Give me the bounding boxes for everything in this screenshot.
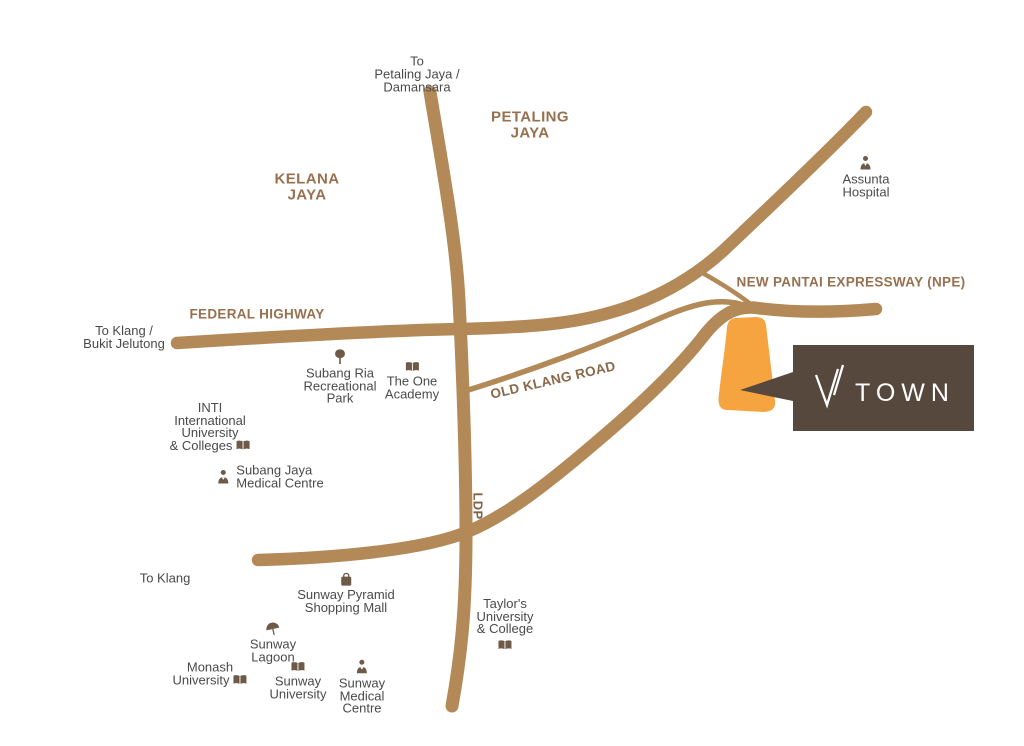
npe-east-to-klang-road xyxy=(251,301,883,567)
beach-umbrella-icon xyxy=(265,622,281,636)
ldp-road xyxy=(423,85,473,713)
book-icon xyxy=(497,639,512,650)
landmark-sunway-lagoon: Sunway Lagoon xyxy=(250,622,296,664)
tree-icon xyxy=(334,349,347,365)
npe-ramp-road xyxy=(696,268,756,309)
federal-highway-label: FEDERAL HIGHWAY xyxy=(189,306,325,322)
landmark-sunway-pyramid: Sunway Pyramid Shopping Mall xyxy=(297,572,395,614)
federal-highway-npe-road xyxy=(170,105,873,350)
vtown-logo-box: TOWN xyxy=(793,345,974,431)
landmark-assunta-hospital: Assunta Hospital xyxy=(843,156,889,199)
shopping-bag-icon xyxy=(339,572,353,586)
region-kelana-jaya: KELANA JAYA xyxy=(274,170,340,203)
landmark-taylors-university: Taylor's University & College xyxy=(476,597,534,651)
doctor-icon xyxy=(355,659,369,674)
book-icon xyxy=(233,675,248,686)
old-klang-road-line xyxy=(459,299,743,395)
callout-pointer xyxy=(740,372,793,401)
landmark-sunway-medical: Sunway Medical Centre xyxy=(339,659,385,715)
ldp-label: LDP xyxy=(470,492,486,520)
landmark-subang-jaya-medical: Subang Jaya Medical Centre xyxy=(216,464,324,490)
landmark-the-one-academy: The One Academy xyxy=(385,362,439,401)
landmark-inti-university: INTI International University & Colleges xyxy=(170,401,251,452)
vtown-v-mark-icon xyxy=(812,362,848,415)
direction-to-petaling-jaya: To Petaling Jaya / Damansara xyxy=(374,53,460,95)
npe-label: NEW PANTAI EXPRESSWAY (NPE) xyxy=(736,274,966,290)
landmark-sunway-university: Sunway University xyxy=(269,662,327,701)
doctor-icon xyxy=(216,470,230,485)
doctor-icon xyxy=(859,156,873,171)
landmark-monash-university: Monash University xyxy=(172,661,248,687)
book-icon xyxy=(404,362,419,373)
direction-to-klang: To Klang xyxy=(139,570,191,586)
vtown-logo-text: TOWN xyxy=(855,378,955,407)
book-icon xyxy=(235,440,250,451)
region-petaling-jaya: PETALING JAYA xyxy=(491,108,569,141)
direction-to-klang-bukit-jelutong: To Klang / Bukit Jelutong xyxy=(83,323,165,351)
book-icon xyxy=(290,662,305,673)
landmark-subang-ria-park: Subang Ria Recreational Park xyxy=(304,349,377,405)
vtown-site-marker xyxy=(718,317,776,412)
